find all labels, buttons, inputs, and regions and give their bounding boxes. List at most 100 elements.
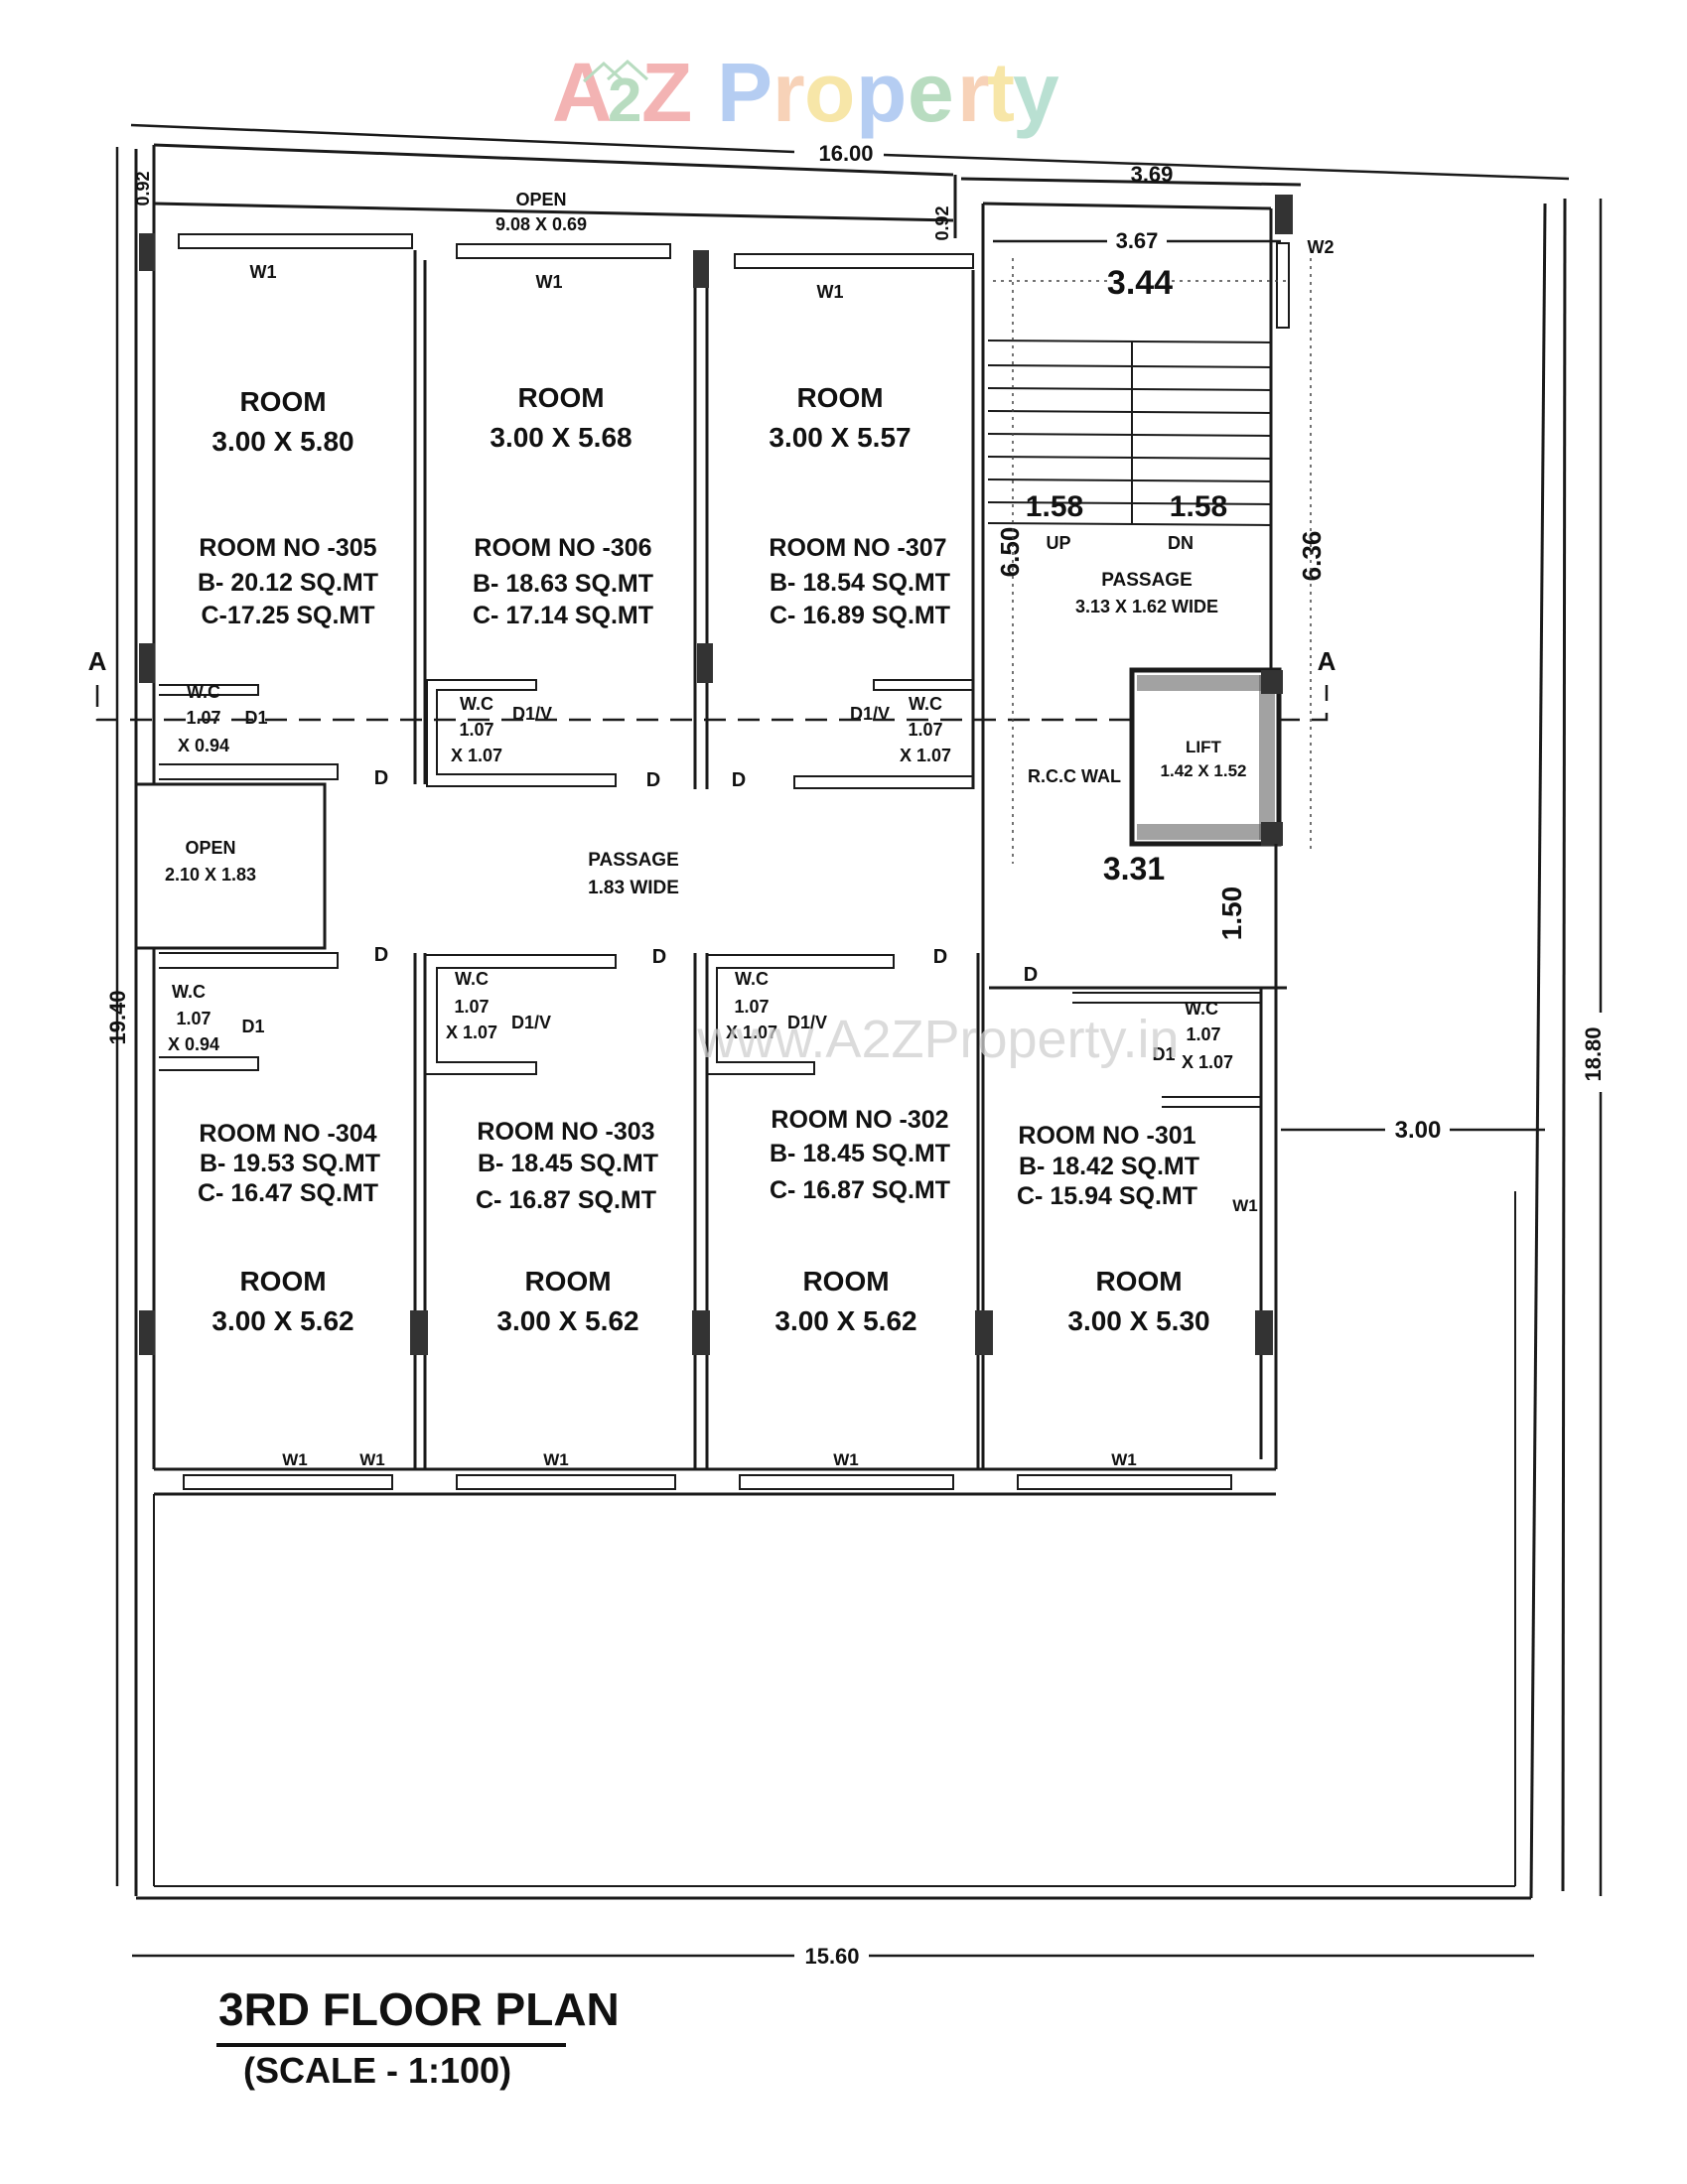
room-label: ROOM <box>239 386 326 417</box>
room-number: ROOM NO -302 <box>771 1106 948 1134</box>
window-label: W1 <box>1232 1196 1258 1215</box>
room-size: 3.00 X 5.57 <box>769 422 911 453</box>
room-carpet-area: C- 16.89 SQ.MT <box>770 602 950 629</box>
section-marker-right: A <box>1318 646 1336 676</box>
door-label: D <box>1024 964 1038 986</box>
wc-label: W.C <box>460 694 493 714</box>
bottom-rooms-walls: W1 W1 W1 W1 W1 W1 <box>139 948 1287 1496</box>
column <box>697 643 713 683</box>
plan-scale: (SCALE - 1:100) <box>243 2050 511 2091</box>
room-label: ROOM <box>1095 1266 1182 1297</box>
room-label: ROOM <box>517 382 604 413</box>
room-carpet-area: C- 16.87 SQ.MT <box>476 1186 656 1214</box>
dimension-stair-inner: 3.67 <box>1116 228 1159 253</box>
bottom-room-302: W.C 1.07 X 1.07 D1/V ROOM NO -302 B- 18.… <box>726 969 950 1336</box>
column <box>139 1310 155 1355</box>
watermark-letter: P <box>717 46 773 139</box>
lift-size: 1.42 X 1.52 <box>1161 761 1247 780</box>
stair-passage-size: 3.13 X 1.62 WIDE <box>1075 597 1218 616</box>
room-built-area: B- 18.54 SQ.MT <box>770 569 950 597</box>
dimension-right-overall: 18.80 <box>1581 1026 1606 1081</box>
window-w1 <box>734 253 974 269</box>
top-windows: W1 W1 W1 <box>178 233 974 302</box>
door-label: D <box>933 946 947 968</box>
window-w1 <box>1017 1474 1232 1490</box>
wc-width: 1.07 <box>176 1009 211 1028</box>
dimension-bottom-overall: 15.60 <box>804 1944 859 1969</box>
dimension-stair-clear: 3.44 <box>1107 264 1173 302</box>
stair-block: W2 3.69 3.67 3.44 1.58 1.58 UP DN 6.50 6… <box>960 162 1335 864</box>
main-passage: PASSAGE 1.83 WIDE D D D D D D D <box>374 767 1038 986</box>
window-w2 <box>1276 242 1290 329</box>
room-built-area: B- 18.42 SQ.MT <box>1019 1153 1199 1180</box>
wc-depth: X 1.07 <box>726 1023 777 1042</box>
room-carpet-area: C-17.25 SQ.MT <box>201 602 374 629</box>
side-dimensions: 3.00 18.80 19.40 <box>105 199 1606 1896</box>
window-label: W1 <box>543 1450 569 1469</box>
open-strip-size: 9.08 X 0.69 <box>495 214 587 234</box>
watermark-letter: r <box>773 46 805 139</box>
section-line-a: A A <box>88 646 1336 722</box>
room-carpet-area: C- 16.87 SQ.MT <box>770 1176 950 1204</box>
dimension-lobby-depth: 1.50 <box>1216 887 1247 941</box>
door-label: D <box>732 769 746 791</box>
dimension-flight-dn: 1.58 <box>1170 490 1227 523</box>
wc-door-label: D1 <box>244 708 267 728</box>
window-w1 <box>183 1474 393 1490</box>
wc-door-label: D1/V <box>511 1013 551 1032</box>
watermark-letter: e <box>908 46 954 139</box>
wc-width: 1.07 <box>454 997 489 1017</box>
open-courtyard: OPEN 2.10 X 1.83 <box>134 782 327 950</box>
house-roof-icon <box>582 59 649 83</box>
column <box>139 643 155 683</box>
wc-width: 1.07 <box>908 720 942 740</box>
plan-title: 3RD FLOOR PLAN <box>218 1983 620 2035</box>
column <box>1255 1310 1273 1355</box>
wc-label: W.C <box>187 682 220 702</box>
watermark-letter: r <box>957 46 990 139</box>
column <box>692 1310 710 1355</box>
room-number: ROOM NO -306 <box>474 534 651 562</box>
room-built-area: B- 19.53 SQ.MT <box>200 1150 380 1177</box>
door-label: D <box>374 767 388 789</box>
room-size: 3.00 X 5.80 <box>211 426 353 457</box>
bottom-room-304: W.C 1.07 X 0.94 D1 ROOM NO -304 B- 19.53… <box>168 982 380 1336</box>
room-size: 3.00 X 5.62 <box>211 1305 353 1336</box>
room-carpet-area: C- 15.94 SQ.MT <box>1017 1182 1197 1210</box>
window-label: W1 <box>817 282 844 302</box>
dimension-flight-up: 1.58 <box>1026 490 1083 523</box>
wc-depth: X 1.07 <box>446 1023 497 1042</box>
column <box>139 233 155 271</box>
bottom-room-301: W.C 1.07 X 1.07 D1 ROOM NO -301 B- 18.42… <box>1017 999 1233 1336</box>
open-label: OPEN <box>185 838 235 858</box>
wc-door-label: D1 <box>1152 1044 1175 1064</box>
wc-width: 1.07 <box>186 708 220 728</box>
dimension-top-stair: 3.69 <box>1131 162 1174 187</box>
wc-door-label: D1/V <box>787 1013 827 1032</box>
bottom-dimension: 15.60 <box>132 1944 1534 1969</box>
window-label: W1 <box>250 262 277 282</box>
watermark-url: www.A2ZProperty.in <box>696 1010 1179 1069</box>
rcc-wall-label: R.C.C WAL <box>1028 766 1121 786</box>
outer-boundary: 16.00 <box>115 123 1570 1900</box>
wc-door-label: D1 <box>241 1017 264 1036</box>
room-label: ROOM <box>239 1266 326 1297</box>
top-room-306: ROOM 3.00 X 5.68 ROOM NO -306 B- 18.63 S… <box>451 382 653 765</box>
window-label: W1 <box>282 1450 308 1469</box>
room-label: ROOM <box>802 1266 889 1297</box>
dimension-top-left-offset: 0.92 <box>133 171 153 205</box>
wc-label: W.C <box>735 969 769 989</box>
wc-width: 1.07 <box>1186 1024 1220 1044</box>
wc-label: W.C <box>172 982 206 1002</box>
watermark-letter: y <box>1013 46 1059 139</box>
wc-width: 1.07 <box>734 997 769 1017</box>
dimension-right-setback: 3.00 <box>1395 1117 1442 1144</box>
watermark-logo: A 2 Z P r o p e r t y <box>552 46 1059 139</box>
wc-depth: X 1.07 <box>900 746 951 765</box>
wc-depth: X 1.07 <box>1182 1052 1233 1072</box>
title-block: 3RD FLOOR PLAN (SCALE - 1:100) <box>216 1983 620 2091</box>
wc-label: W.C <box>909 694 942 714</box>
room-size: 3.00 X 5.62 <box>774 1305 916 1336</box>
section-marker-left: A <box>88 646 107 676</box>
lift-label: LIFT <box>1186 738 1221 756</box>
